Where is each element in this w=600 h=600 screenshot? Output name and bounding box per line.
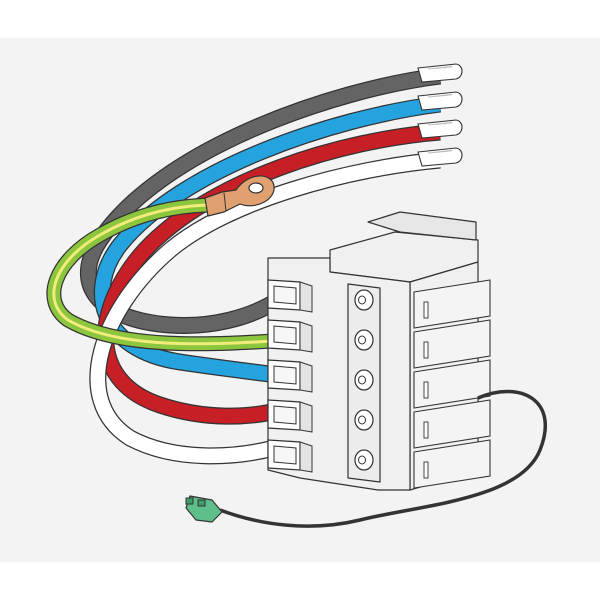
stripped-wire-end: [417, 91, 463, 111]
terminal-block-connector: [267, 211, 491, 491]
stripped-wire-end: [417, 63, 463, 83]
release-tab: [413, 399, 491, 449]
release-tab: [413, 319, 491, 369]
terminal-screw: [354, 409, 374, 431]
ring-lug-terminal: [204, 175, 275, 217]
terminal-screw: [354, 449, 374, 471]
wire-entry-slot: [267, 359, 313, 393]
wire-entry-slot: [267, 399, 313, 433]
ground-wire: [46, 197, 291, 352]
gray-wire: [80, 63, 463, 334]
release-tab: [413, 279, 491, 329]
blue-wire: [93, 91, 463, 385]
terminal-screw: [354, 289, 374, 311]
release-tab-column: [413, 279, 491, 489]
mini-plug-connector: [185, 495, 223, 523]
wire-bundle: [80, 63, 463, 465]
wire-entry-slot: [267, 319, 313, 353]
signal-cable: [219, 389, 547, 528]
terminal-screw: [354, 369, 374, 391]
wire-entry-slot: [267, 279, 313, 313]
stripped-wire-end: [417, 119, 463, 139]
stripped-wire-end: [417, 147, 463, 167]
terminal-screw: [354, 329, 374, 351]
terminal-screw-column: [354, 289, 374, 471]
wire-entry-column: [267, 279, 313, 473]
release-tab: [413, 439, 491, 489]
wire-entry-slot: [267, 439, 313, 473]
red-wire: [97, 119, 463, 425]
white-wire: [89, 147, 463, 465]
release-tab: [413, 359, 491, 409]
